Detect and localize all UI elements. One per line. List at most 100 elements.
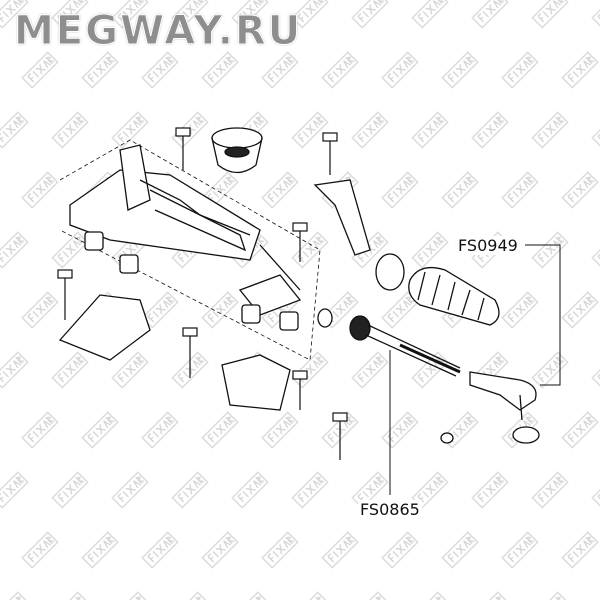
watermark-stamp bbox=[531, 471, 569, 509]
watermark-stamp bbox=[0, 0, 29, 29]
watermark-stamp bbox=[411, 0, 449, 29]
watermark-stamp bbox=[141, 51, 179, 89]
watermark-stamp bbox=[171, 351, 209, 389]
watermark-stamp bbox=[351, 351, 389, 389]
watermark-stamp bbox=[51, 471, 89, 509]
part-label-fs0865: FS0865 bbox=[358, 500, 422, 519]
watermark-stamp bbox=[111, 351, 149, 389]
watermark-stamp bbox=[561, 171, 599, 209]
watermark-stamp bbox=[261, 531, 299, 569]
watermark-stamp bbox=[51, 591, 89, 600]
part-label-fs0949: FS0949 bbox=[456, 236, 520, 255]
watermark-stamp bbox=[201, 291, 239, 329]
watermark-stamp bbox=[591, 111, 600, 149]
watermark-stamp bbox=[111, 591, 149, 600]
watermark-stamp bbox=[21, 411, 59, 449]
dust-seal bbox=[211, 127, 263, 174]
watermark-stamp bbox=[21, 51, 59, 89]
rack-housing bbox=[69, 144, 302, 316]
watermark-stamp bbox=[51, 111, 89, 149]
watermark-stamp bbox=[441, 531, 479, 569]
watermark-stamp bbox=[261, 171, 299, 209]
watermark-stamp bbox=[351, 0, 389, 29]
assembly-outline bbox=[59, 139, 321, 361]
watermark-stamp bbox=[21, 171, 59, 209]
watermark-stamp bbox=[501, 291, 539, 329]
watermark-stamp bbox=[381, 411, 419, 449]
watermark-stamp bbox=[21, 531, 59, 569]
watermark-stamp bbox=[81, 411, 119, 449]
bellows-boot bbox=[408, 266, 500, 326]
watermark-stamp bbox=[321, 411, 359, 449]
watermark-stamp bbox=[111, 111, 149, 149]
watermark-stamp bbox=[591, 0, 600, 29]
watermark-stamp bbox=[321, 531, 359, 569]
watermark-stamp bbox=[21, 291, 59, 329]
watermark-stamp bbox=[0, 111, 29, 149]
watermark-stamp bbox=[261, 51, 299, 89]
watermark-stamp bbox=[501, 531, 539, 569]
watermark-stamp bbox=[171, 0, 209, 29]
watermark-stamp bbox=[0, 231, 29, 269]
watermark-stamp bbox=[321, 51, 359, 89]
watermark-stamp bbox=[411, 231, 449, 269]
watermark-stamp bbox=[591, 231, 600, 269]
watermark-stamp bbox=[291, 591, 329, 600]
watermark-stamp bbox=[291, 231, 329, 269]
leader-fs0949 bbox=[525, 244, 561, 386]
watermark-stamp bbox=[351, 111, 389, 149]
watermark-stamp bbox=[291, 471, 329, 509]
watermark-stamp bbox=[381, 171, 419, 209]
watermark-stamp bbox=[201, 531, 239, 569]
watermark-stamp bbox=[351, 591, 389, 600]
watermark-stamp bbox=[231, 471, 269, 509]
watermark-stamp bbox=[591, 351, 600, 389]
bolts bbox=[57, 127, 348, 460]
watermark-stamp bbox=[171, 471, 209, 509]
watermark-stamp bbox=[531, 111, 569, 149]
watermark-stamp bbox=[51, 0, 89, 29]
watermark-stamp bbox=[0, 351, 29, 389]
watermark-stamp bbox=[411, 111, 449, 149]
watermark-stamp bbox=[0, 591, 29, 600]
washer bbox=[317, 308, 333, 328]
inner-tie-rod bbox=[349, 315, 461, 377]
watermark-stamp bbox=[381, 51, 419, 89]
watermark-stamp bbox=[531, 351, 569, 389]
watermark-stamp bbox=[471, 0, 509, 29]
watermark-stamp bbox=[561, 51, 599, 89]
watermark-stamp bbox=[591, 471, 600, 509]
watermark-stamp bbox=[501, 51, 539, 89]
bushings bbox=[84, 231, 299, 331]
boot-clamp bbox=[375, 253, 405, 291]
watermark-stamp bbox=[411, 351, 449, 389]
mounting-brackets bbox=[58, 179, 371, 411]
watermark-stamp bbox=[171, 591, 209, 600]
watermark-stamp bbox=[561, 411, 599, 449]
watermark-stamp bbox=[411, 591, 449, 600]
watermark-stamp bbox=[561, 531, 599, 569]
watermark-stamp bbox=[441, 171, 479, 209]
watermark-stamp bbox=[561, 291, 599, 329]
watermark-stamp bbox=[201, 51, 239, 89]
watermark-stamp bbox=[0, 471, 29, 509]
watermark-stamp bbox=[51, 231, 89, 269]
watermark-stamp bbox=[501, 171, 539, 209]
watermark-stamp bbox=[471, 111, 509, 149]
watermark-stamp bbox=[471, 471, 509, 509]
site-logo: MEGWAY.RU bbox=[13, 8, 303, 55]
watermark-stamp bbox=[471, 591, 509, 600]
watermark-stamp bbox=[291, 111, 329, 149]
watermark-stamp bbox=[81, 531, 119, 569]
watermark-stamp bbox=[81, 51, 119, 89]
watermark-stamp bbox=[141, 411, 179, 449]
watermark-stamp bbox=[111, 0, 149, 29]
outer-tie-rod-end bbox=[440, 371, 540, 444]
watermark-stamp bbox=[531, 0, 569, 29]
watermark-stamp bbox=[231, 0, 269, 29]
watermark-stamp bbox=[261, 411, 299, 449]
watermark-stamp bbox=[531, 591, 569, 600]
watermark-stamp bbox=[441, 51, 479, 89]
